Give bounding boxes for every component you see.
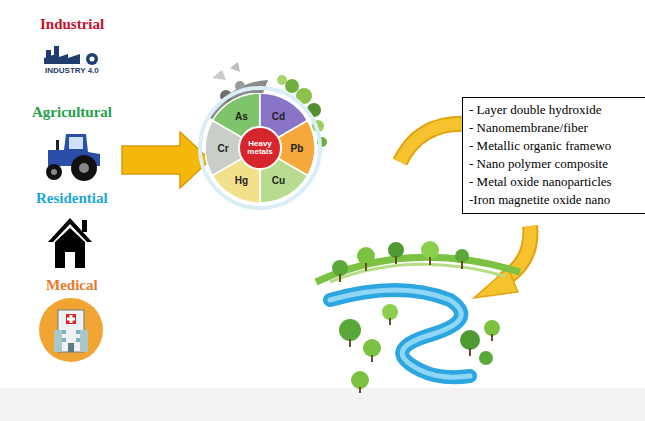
center-label: Heavy metals bbox=[240, 140, 280, 157]
icon-caption: INDUSTRY 4.0 bbox=[45, 66, 99, 75]
method-item: - Layer double hydroxide bbox=[469, 101, 645, 119]
source-label: Residential bbox=[36, 190, 108, 207]
method-item: - Nano polymer composite bbox=[469, 155, 645, 173]
method-item: -Iron magnetite oxide nano bbox=[469, 191, 645, 209]
pollution-scene bbox=[200, 62, 327, 208]
bottom-band bbox=[0, 388, 645, 421]
source-label: Medical bbox=[46, 277, 98, 294]
industry-icon bbox=[44, 46, 98, 65]
curved-arrow bbox=[400, 124, 470, 162]
tractor-icon bbox=[46, 134, 100, 181]
metal-symbol: Cu bbox=[272, 175, 285, 186]
metal-symbol: Cr bbox=[217, 143, 228, 154]
flow-arrow bbox=[122, 132, 210, 188]
method-item: - Metal oxide nanoparticles bbox=[469, 173, 645, 191]
house-icon bbox=[48, 218, 92, 268]
method-list-box: - Layer double hydroxide- Nanomembrane/f… bbox=[462, 97, 645, 214]
source-label: Industrial bbox=[40, 16, 104, 33]
source-label: Agricultural bbox=[32, 104, 112, 121]
metal-symbol: Hg bbox=[235, 175, 248, 186]
metal-symbol: As bbox=[235, 110, 248, 121]
clean-earth bbox=[316, 241, 520, 393]
method-item: - Metallic organic framewo bbox=[469, 137, 645, 155]
metal-symbol: Pb bbox=[291, 143, 304, 154]
center-circle: Heavy metals bbox=[238, 126, 282, 170]
hospital-icon bbox=[39, 298, 103, 362]
metal-symbol: Cd bbox=[272, 110, 285, 121]
curved-arrow bbox=[400, 124, 470, 162]
method-item: - Nanomembrane/fiber bbox=[469, 119, 645, 137]
